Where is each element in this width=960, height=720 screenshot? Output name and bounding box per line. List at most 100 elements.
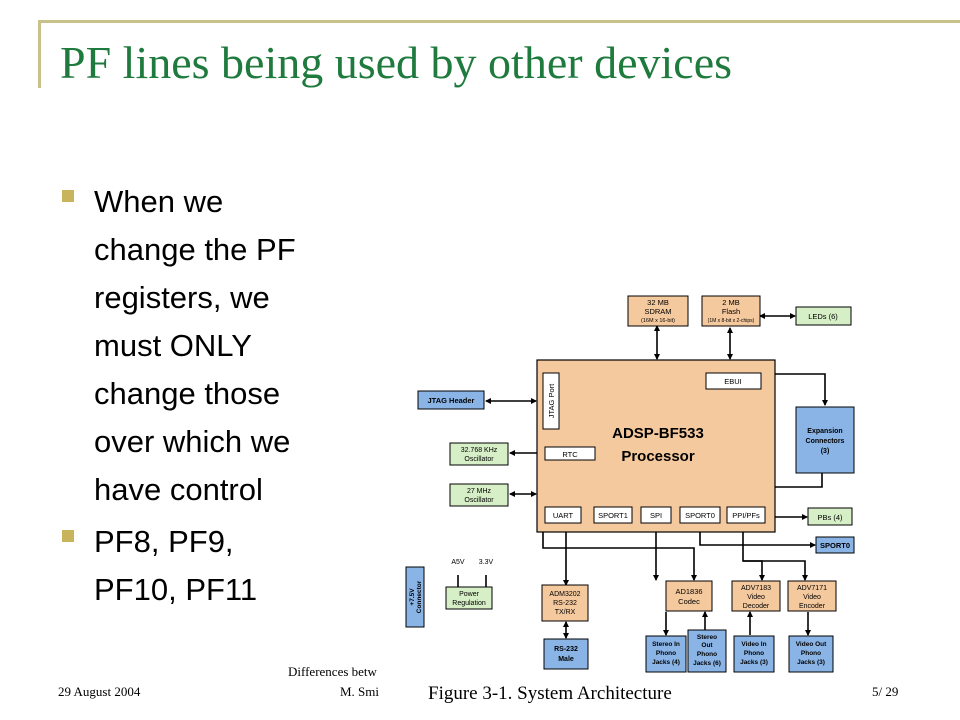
footer-title-line1: Differences betw xyxy=(288,664,377,679)
voltage-labels: A5V 3.3V xyxy=(451,559,493,566)
svg-text:PBs (4): PBs (4) xyxy=(817,513,843,522)
title-rule-vertical xyxy=(38,20,41,88)
svg-text:Video Out: Video Out xyxy=(796,641,827,648)
svg-text:ADV7171: ADV7171 xyxy=(797,585,827,592)
footer-title-line2: M. Smi xyxy=(340,684,380,699)
svg-text:Regulation: Regulation xyxy=(452,600,486,607)
rtc-block: RTC xyxy=(544,446,596,461)
stereo-out-block: Stereo Out Phono Jacks (6) xyxy=(687,629,727,673)
title-rule-horizontal xyxy=(38,20,960,23)
svg-text:Decoder: Decoder xyxy=(743,603,770,610)
svg-text:Encoder: Encoder xyxy=(799,603,826,610)
expansion-block: Expansion Connectors (3) xyxy=(795,406,855,474)
svg-text:Phono: Phono xyxy=(697,651,717,658)
sport0-output-block: SPORT0 xyxy=(815,536,855,554)
svg-text:Phono: Phono xyxy=(801,650,821,657)
bullet-line: PF10, PF11 xyxy=(94,572,258,607)
svg-text:UART: UART xyxy=(553,511,574,520)
system-architecture-figure: 32 MB SDRAM (16M x 16-bit) 2 MB Flash (1… xyxy=(400,283,865,720)
svg-text:TX/RX: TX/RX xyxy=(555,609,576,616)
ppi-block: PPI/PFs xyxy=(726,506,766,524)
spi-block: SPI xyxy=(640,506,672,524)
video-in-block: Video In Phono Jacks (3) xyxy=(733,635,775,673)
sport1-block: SPORT1 xyxy=(593,506,633,524)
bullet-line: change those xyxy=(94,376,281,411)
svg-text:RS-232: RS-232 xyxy=(553,600,577,607)
svg-text:Video In: Video In xyxy=(741,641,766,648)
svg-text:PPI/PFs: PPI/PFs xyxy=(732,511,760,520)
svg-text:SPORT1: SPORT1 xyxy=(598,511,628,520)
power-regulation-block: Power Regulation xyxy=(445,586,493,610)
svg-text:SDRAM: SDRAM xyxy=(644,307,671,316)
bullet-text: When we change the PF registers, we must… xyxy=(94,178,296,514)
svg-text:ADSP-BF533: ADSP-BF533 xyxy=(612,425,704,442)
svg-text:LEDs (6): LEDs (6) xyxy=(808,312,838,321)
svg-text:Out: Out xyxy=(701,642,713,649)
svg-text:3.3V: 3.3V xyxy=(479,559,494,566)
bullet-text: PF8, PF9, PF10, PF11 xyxy=(94,518,257,614)
bullet-line: When we xyxy=(94,184,224,219)
adv7183-block: ADV7183 Video Decoder xyxy=(731,580,781,612)
flash-block: 2 MB Flash (1M x 8-bit x 2-chips) xyxy=(701,295,761,327)
svg-text:A5V: A5V xyxy=(451,559,465,566)
svg-text:+7.5V: +7.5V xyxy=(409,588,416,606)
stereo-in-block: Stereo In Phono Jacks (4) xyxy=(645,635,687,673)
svg-text:Oscillator: Oscillator xyxy=(464,456,494,463)
adm3202-block: ADM3202 RS-232 TX/RX xyxy=(541,584,589,622)
sdram-block: 32 MB SDRAM (16M x 16-bit) xyxy=(627,295,689,327)
svg-text:Flash: Flash xyxy=(722,307,740,316)
svg-text:Codec: Codec xyxy=(678,597,700,606)
svg-text:JTAG Port: JTAG Port xyxy=(547,383,556,418)
svg-text:ADM3202: ADM3202 xyxy=(549,591,580,598)
sport0-block: SPORT0 xyxy=(679,506,721,524)
svg-text:Male: Male xyxy=(558,656,574,663)
svg-text:(3): (3) xyxy=(821,448,830,455)
adv7171-block: ADV7171 Video Encoder xyxy=(787,580,837,612)
svg-text:Oscillator: Oscillator xyxy=(464,497,494,504)
svg-text:Jacks (6): Jacks (6) xyxy=(693,660,721,667)
slide-title: PF lines being used by other devices xyxy=(60,37,733,88)
svg-text:Stereo In: Stereo In xyxy=(652,641,680,648)
figure-caption: Figure 3-1. System Architecture xyxy=(420,683,680,705)
svg-text:RS-232: RS-232 xyxy=(554,646,578,653)
ad1836-block: AD1836 Codec xyxy=(665,580,713,612)
svg-text:Stereo: Stereo xyxy=(697,634,717,641)
bullet-line: registers, we xyxy=(94,280,270,315)
svg-text:27 MHz: 27 MHz xyxy=(467,488,492,495)
svg-text:JTAG Header: JTAG Header xyxy=(428,396,475,405)
svg-text:Phono: Phono xyxy=(744,650,764,657)
svg-text:Video: Video xyxy=(803,594,821,601)
bullet-square-icon xyxy=(62,190,74,202)
svg-text:Jacks (3): Jacks (3) xyxy=(740,659,768,666)
bullet-line: have control xyxy=(94,472,263,507)
architecture-diagram: 32 MB SDRAM (16M x 16-bit) 2 MB Flash (1… xyxy=(405,295,855,673)
svg-text:EBUI: EBUI xyxy=(724,377,742,386)
pbs-block: PBs (4) xyxy=(807,507,853,526)
svg-text:2 MB: 2 MB xyxy=(722,298,740,307)
svg-text:SPORT0: SPORT0 xyxy=(820,541,850,550)
bullet-line: over which we xyxy=(94,424,291,459)
svg-text:Connector: Connector xyxy=(416,580,423,613)
svg-text:Jacks (3): Jacks (3) xyxy=(797,659,825,666)
svg-text:Phono: Phono xyxy=(656,650,676,657)
svg-text:Power: Power xyxy=(459,591,480,598)
svg-text:SPI: SPI xyxy=(650,511,662,520)
svg-text:ADV7183: ADV7183 xyxy=(741,585,771,592)
bullet-line: PF8, PF9, xyxy=(94,524,234,559)
svg-text:Expansion: Expansion xyxy=(807,428,842,435)
svg-text:RTC: RTC xyxy=(562,450,578,459)
osc32-block: 32.768 KHz Oscillator xyxy=(449,442,509,466)
jtag-port-block: JTAG Port xyxy=(542,372,560,430)
svg-text:AD1836: AD1836 xyxy=(675,587,702,596)
leds-block: LEDs (6) xyxy=(795,306,852,326)
video-out-block: Video Out Phono Jacks (3) xyxy=(788,635,834,673)
svg-text:(16M x 16-bit): (16M x 16-bit) xyxy=(641,318,675,324)
svg-text:Video: Video xyxy=(747,594,765,601)
bullet-line: change the PF xyxy=(94,232,296,267)
svg-text:Processor: Processor xyxy=(621,448,695,465)
svg-text:SPORT0: SPORT0 xyxy=(685,511,715,520)
bullet-square-icon xyxy=(62,530,74,542)
svg-text:Connectors: Connectors xyxy=(806,438,845,445)
svg-text:(1M x 8-bit x 2-chips): (1M x 8-bit x 2-chips) xyxy=(708,318,755,324)
connector-75v-block: +7.5V Connector xyxy=(405,566,425,628)
